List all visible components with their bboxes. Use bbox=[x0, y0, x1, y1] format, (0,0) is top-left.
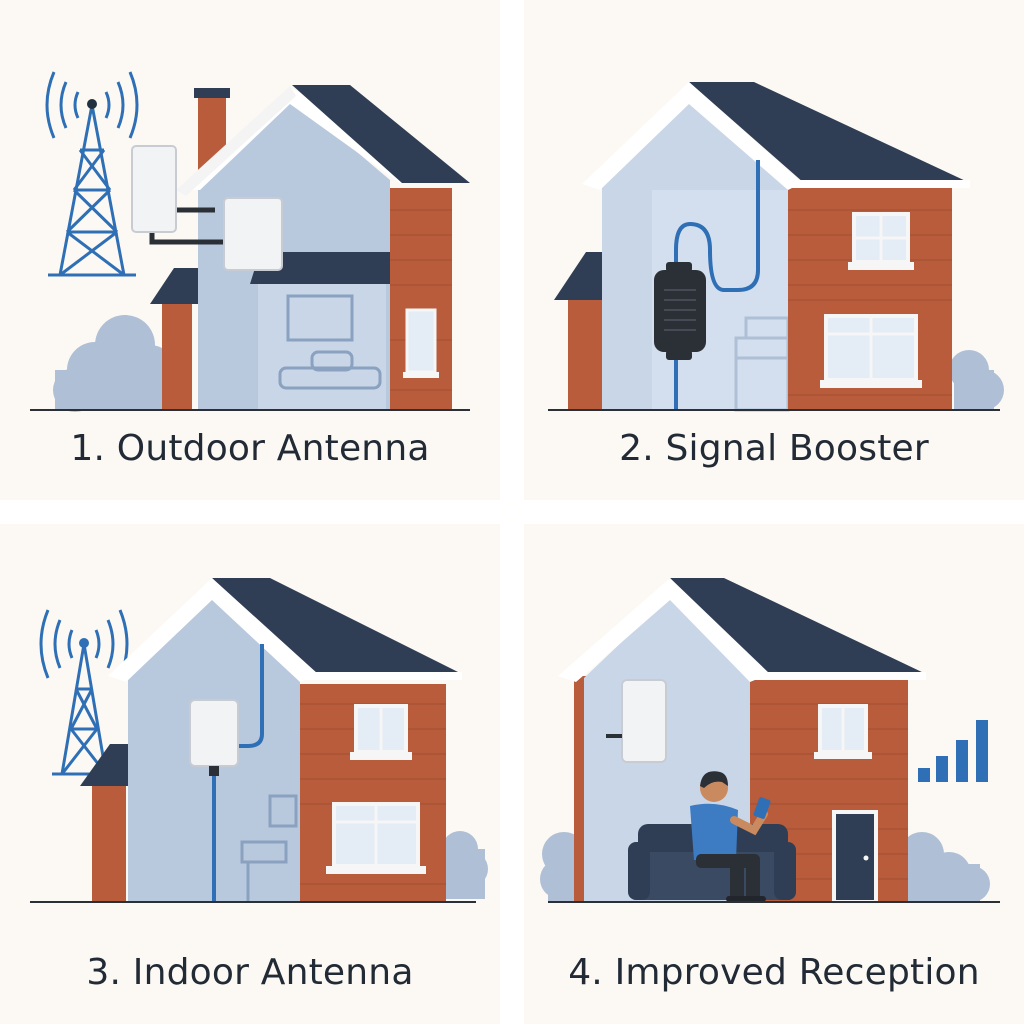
garage-wall bbox=[162, 300, 192, 410]
person-with-phone-icon bbox=[690, 771, 771, 902]
panel-improved-reception: 4. Improved Reception bbox=[524, 524, 1024, 1024]
roof-trim bbox=[108, 578, 318, 682]
garage-wall bbox=[568, 296, 604, 410]
garage-roof bbox=[80, 744, 132, 786]
garage-roof bbox=[554, 252, 612, 300]
indoor-antenna-icon bbox=[621, 679, 667, 763]
roof-trim bbox=[582, 82, 802, 190]
caption-signal-booster: 2. Signal Booster bbox=[619, 428, 929, 469]
indoor-antenna-illustration bbox=[30, 578, 488, 903]
panel-outdoor-antenna: 1. Outdoor Antenna bbox=[0, 0, 500, 500]
front-door bbox=[832, 810, 878, 904]
bush bbox=[53, 315, 175, 412]
tower-tip bbox=[87, 99, 97, 109]
panel-signal-booster: 2. Signal Booster bbox=[524, 0, 1024, 500]
caption-outdoor-antenna: 1. Outdoor Antenna bbox=[70, 428, 430, 469]
caption-improved-reception: 4. Improved Reception bbox=[568, 952, 980, 993]
garage-wall bbox=[92, 784, 126, 902]
cell-tower-icon bbox=[45, 71, 139, 277]
caption-indoor-antenna: 3. Indoor Antenna bbox=[86, 952, 414, 993]
garage-roof bbox=[150, 268, 198, 304]
outdoor-antenna-icon bbox=[131, 145, 177, 233]
desk bbox=[240, 794, 298, 902]
signal-strength-icon bbox=[918, 720, 988, 782]
roof bbox=[292, 85, 470, 183]
indoor-antenna-icon bbox=[189, 699, 239, 767]
couch-icon bbox=[278, 350, 382, 390]
improved-reception-illustration bbox=[540, 578, 1000, 904]
outdoor-antenna-icon bbox=[223, 197, 283, 271]
signal-booster-illustration bbox=[548, 82, 1004, 412]
roof bbox=[689, 82, 970, 183]
interior-window bbox=[286, 294, 354, 342]
roof bbox=[212, 578, 462, 674]
antenna-cable bbox=[674, 160, 760, 410]
outdoor-antenna-illustration bbox=[30, 71, 470, 412]
roof bbox=[670, 578, 926, 674]
bush bbox=[442, 831, 488, 899]
panel-indoor-antenna: 3. Indoor Antenna bbox=[0, 524, 500, 1024]
roof-trim bbox=[558, 578, 770, 682]
phone-icon bbox=[753, 797, 771, 819]
side-window bbox=[405, 308, 437, 374]
bush bbox=[949, 350, 1004, 410]
antenna-cable bbox=[236, 644, 264, 748]
